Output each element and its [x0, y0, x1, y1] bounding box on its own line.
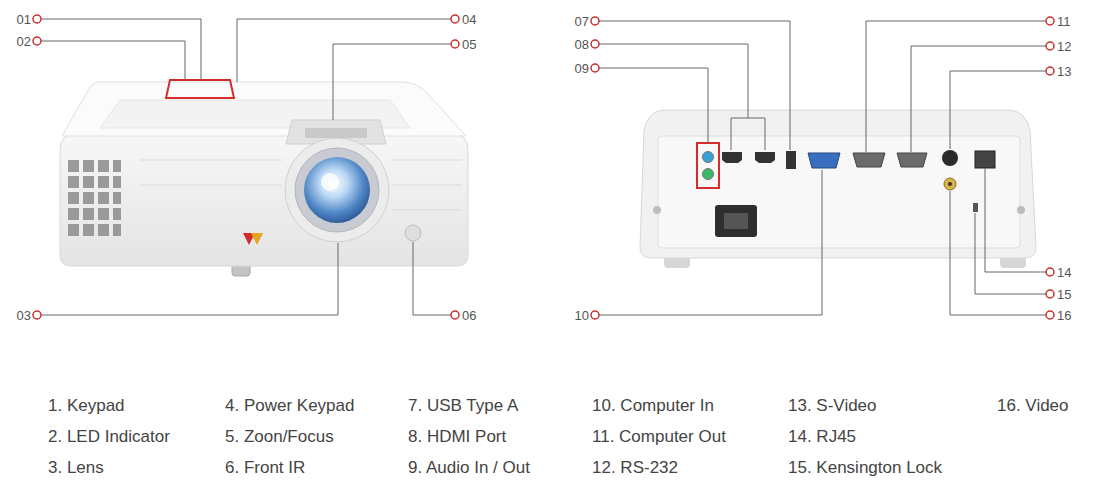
part-name: 4. Power Keypad [225, 397, 354, 414]
front-ir-window [405, 225, 421, 241]
callout-number: 01 [17, 13, 31, 26]
callout-number: 11 [1057, 15, 1071, 28]
front-face [60, 134, 468, 266]
callout-number: 04 [462, 13, 476, 26]
back-view [640, 110, 1036, 268]
part-name: 2. LED Indicator [48, 428, 170, 445]
screw [1017, 206, 1025, 214]
hdmi-port [755, 152, 775, 163]
callout-number: 03 [17, 309, 31, 322]
brand-logo [243, 233, 263, 245]
part-name: 1. Keypad [48, 397, 125, 414]
power-socket-inner [724, 213, 748, 229]
front-view [60, 80, 468, 276]
part-name: 7. USB Type A [408, 397, 518, 414]
hdmi-port [722, 152, 742, 163]
rj45-port [975, 151, 995, 168]
part-name: 15. Kensington Lock [788, 459, 942, 476]
lens-ring [295, 148, 379, 232]
lens-bezel [285, 138, 389, 242]
part-name: 14. RJ45 [788, 428, 856, 445]
part-name: 6. Front IR [225, 459, 305, 476]
usb-port [786, 151, 796, 169]
callout-number: 16 [1057, 309, 1071, 322]
part-name: 10. Computer In [592, 397, 714, 414]
callout-number: 06 [462, 309, 476, 322]
audio-out-jack [703, 169, 714, 180]
rs232-port [897, 153, 927, 167]
screw [653, 206, 661, 214]
vent-grid [68, 160, 121, 236]
part-name: 3. Lens [48, 459, 104, 476]
callout-number: 09 [575, 62, 589, 75]
callout-number: 02 [17, 35, 31, 48]
part-name: 9. Audio In / Out [408, 459, 530, 476]
part-name: 13. S-Video [788, 397, 877, 414]
video-port [944, 178, 956, 190]
callout-number: 13 [1057, 65, 1071, 78]
callout-number: 15 [1057, 288, 1071, 301]
part-name: 8. HDMI Port [408, 428, 506, 445]
callout-number: 05 [462, 38, 476, 51]
part-name: 16. Video [997, 397, 1069, 414]
callout-number: 07 [575, 15, 589, 28]
part-name: 12. RS-232 [592, 459, 678, 476]
power-socket [715, 205, 757, 237]
zoom-ring [305, 128, 367, 138]
back-panel [658, 136, 1020, 248]
leader-lines [41, 19, 1046, 315]
part-name: 5. Zoon/Focus [225, 428, 334, 445]
keypad-highlight [166, 80, 234, 98]
top-surface [62, 82, 466, 136]
audio-highlight [697, 143, 719, 188]
lens-glare [321, 173, 339, 191]
lens-glass [304, 157, 370, 223]
s-video-port [942, 150, 958, 166]
callout-dots [33, 15, 1054, 319]
audio-in-jack [703, 152, 714, 163]
kensington-slot [973, 203, 978, 212]
callout-number: 10 [575, 309, 589, 322]
vga-out-port [853, 153, 885, 167]
callout-number: 08 [575, 38, 589, 51]
callout-number: 14 [1057, 266, 1071, 279]
video-pin [948, 182, 952, 186]
callout-number: 12 [1057, 40, 1071, 53]
part-name: 11. Computer Out [592, 428, 726, 445]
back-housing [640, 110, 1036, 258]
vga-in-port [808, 153, 840, 168]
